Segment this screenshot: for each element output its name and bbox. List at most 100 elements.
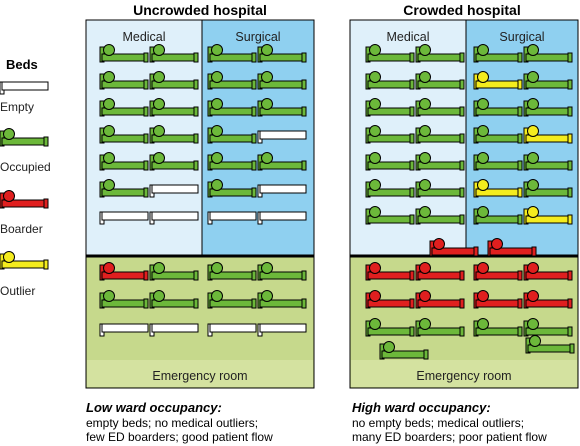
crowded-bed-r6-c4-footboard (567, 187, 573, 198)
crowded-er-bed-r3-c4-footboard (567, 326, 573, 337)
crowded-bed-r1-c4-head (527, 44, 539, 56)
crowded-bed-r2-c2-head (419, 71, 431, 83)
uncrowded-er-bed-r2-c1-head (103, 290, 115, 302)
crowded-bed-r2-c3-head (477, 71, 489, 83)
crowded-bed-r2-c1-head (369, 71, 381, 83)
crowded-er-bed-r1-c3-head (477, 262, 489, 274)
uncrowded-bed-r1-c4-footboard (301, 52, 307, 63)
crowded-bed-r5-c4-head (527, 152, 539, 164)
uncrowded-bed-r4-c2-footboard (193, 133, 199, 144)
crowded-hallway-boarder-2-head (491, 238, 503, 250)
crowded-er-extra-bed-2-head (529, 335, 541, 347)
crowded-bed-r7-c1-footboard (409, 214, 415, 225)
crowded-bed-r7-c1-head (369, 206, 381, 218)
uncrowded-bed-r4-c1-head (103, 125, 115, 137)
uncrowded-er-floor (87, 360, 313, 387)
crowded-bed-r3-c3-head (477, 98, 489, 110)
uncrowded-bed-r1-c4-head (261, 44, 273, 56)
crowded-bed-r5-c1-head (369, 152, 381, 164)
crowded-bed-r6-c3-head (477, 179, 489, 191)
uncrowded-er-bed-r1-c2-head (153, 262, 165, 274)
crowded-bed-r2-c3-footboard (517, 79, 523, 90)
crowded-er-bed-r3-c1-head (369, 318, 381, 330)
crowded-bed-r1-c2-head (419, 44, 431, 56)
uncrowded-surgical-label: Surgical (235, 30, 281, 44)
crowded-bed-r4-c1-head (369, 125, 381, 137)
uncrowded-bed-r3-c1-footboard (143, 106, 149, 117)
crowded-bed-r4-c2-head (419, 125, 431, 137)
crowded-bed-r2-c4-footboard (567, 79, 573, 90)
crowded-bed-r3-c2-head (419, 98, 431, 110)
uncrowded-bed-r6-c1-footboard (143, 187, 149, 198)
crowded-er-bed-r1-c2-head (419, 262, 431, 274)
uncrowded-bed-r5-c1-footboard (143, 160, 149, 171)
uncrowded-er-bed-r3-c4-frame (259, 323, 307, 333)
crowded-er-bed-r1-c3-footboard (517, 270, 523, 281)
uncrowded-bed-r1-c3-footboard (251, 52, 257, 63)
legend-empty-label: Empty (0, 100, 35, 114)
uncrowded-bed-r6-c4-frame (259, 184, 307, 194)
uncrowded-bed-r4-c4-frame (259, 130, 307, 140)
uncrowded-er-bed-r2-c4-head (261, 290, 273, 302)
crowded-bed-r5-c3-footboard (517, 160, 523, 171)
uncrowded-bed-r3-c2-head (153, 98, 165, 110)
uncrowded-medical-label: Medical (122, 30, 166, 44)
crowded-bed-r2-c1-footboard (409, 79, 415, 90)
crowded-bed-r3-c1-footboard (409, 106, 415, 117)
uncrowded-er-bed-r2-c3-head (211, 290, 223, 302)
uncrowded-er-bed-r3-c1-frame (101, 323, 149, 333)
uncrowded-bed-r5-c3-head (211, 152, 223, 164)
uncrowded-bed-r2-c3-head (211, 71, 223, 83)
uncrowded-bed-r7-c2-frame (151, 211, 199, 221)
uncrowded-bed-r7-c3-frame (209, 211, 257, 221)
uncrowded-caption-heading: Low ward occupancy: (86, 400, 222, 415)
crowded-bed-r7-c4-head (527, 206, 539, 218)
crowded-er-bed-r3-c3-footboard (517, 326, 523, 337)
uncrowded-er-bed-r3-c3-frame (209, 323, 257, 333)
crowded-er-bed-r2-c2-footboard (459, 298, 465, 309)
crowded-bed-r4-c4-head (527, 125, 539, 137)
uncrowded-bed-r3-c4-footboard (301, 106, 307, 117)
crowded-bed-r6-c2-head (419, 179, 431, 191)
crowded-er-bed-r1-c1-head (369, 262, 381, 274)
crowded-bed-r7-c2-head (419, 206, 431, 218)
uncrowded-er-bed-r1-c1-footboard (143, 270, 149, 281)
crowded-er-bed-r1-c1-footboard (409, 270, 415, 281)
uncrowded-er-bed-r1-c1-head (103, 262, 115, 274)
uncrowded-er-bed-r3-c2-frame (151, 323, 199, 333)
crowded-bed-r4-c1-footboard (409, 133, 415, 144)
crowded-bed-r4-c3-footboard (517, 133, 523, 144)
crowded-bed-r3-c2-footboard (459, 106, 465, 117)
crowded-er-bed-r2-c2-head (419, 290, 431, 302)
uncrowded-bed-r5-c2-footboard (193, 160, 199, 171)
uncrowded-er-bed-r1-c4-footboard (301, 270, 307, 281)
uncrowded-er-bed-r2-c3-footboard (251, 298, 257, 309)
crowded-bed-r4-c2-footboard (459, 133, 465, 144)
crowded-bed-r2-c2-footboard (459, 79, 465, 90)
uncrowded-bed-r2-c1-footboard (143, 79, 149, 90)
crowded-er-bed-r3-c4-head (527, 318, 539, 330)
uncrowded-caption-line-2: few ED boarders; good patient flow (86, 430, 273, 444)
crowded-er-extra-bed-1-footboard (423, 349, 429, 360)
uncrowded-bed-r2-c4-footboard (301, 79, 307, 90)
uncrowded-er-bed-r1-c4-head (261, 262, 273, 274)
crowded-bed-r5-c4-footboard (567, 160, 573, 171)
crowded-er-bed-r2-c4-footboard (567, 298, 573, 309)
crowded-bed-r3-c1-head (369, 98, 381, 110)
uncrowded-bed-r6-c3-head (211, 179, 223, 191)
crowded-bed-r6-c2-footboard (459, 187, 465, 198)
crowded-er-bed-r3-c2-footboard (459, 326, 465, 337)
crowded-bed-r5-c3-head (477, 152, 489, 164)
crowded-er-label: Emergency room (416, 369, 512, 383)
crowded-bed-r6-c3-footboard (517, 187, 523, 198)
crowded-er-bed-r3-c1-footboard (409, 326, 415, 337)
uncrowded-bed-r4-c3-footboard (251, 133, 257, 144)
uncrowded-bed-r3-c3-head (211, 98, 223, 110)
uncrowded-er-bed-r2-c2-footboard (193, 298, 199, 309)
uncrowded-bed-r1-c1-head (103, 44, 115, 56)
legend-outlier-bed-head (3, 251, 15, 263)
crowded-bed-r3-c3-footboard (517, 106, 523, 117)
crowded-er-extra-bed-1-head (383, 341, 395, 353)
crowded-bed-r7-c3-footboard (517, 214, 523, 225)
